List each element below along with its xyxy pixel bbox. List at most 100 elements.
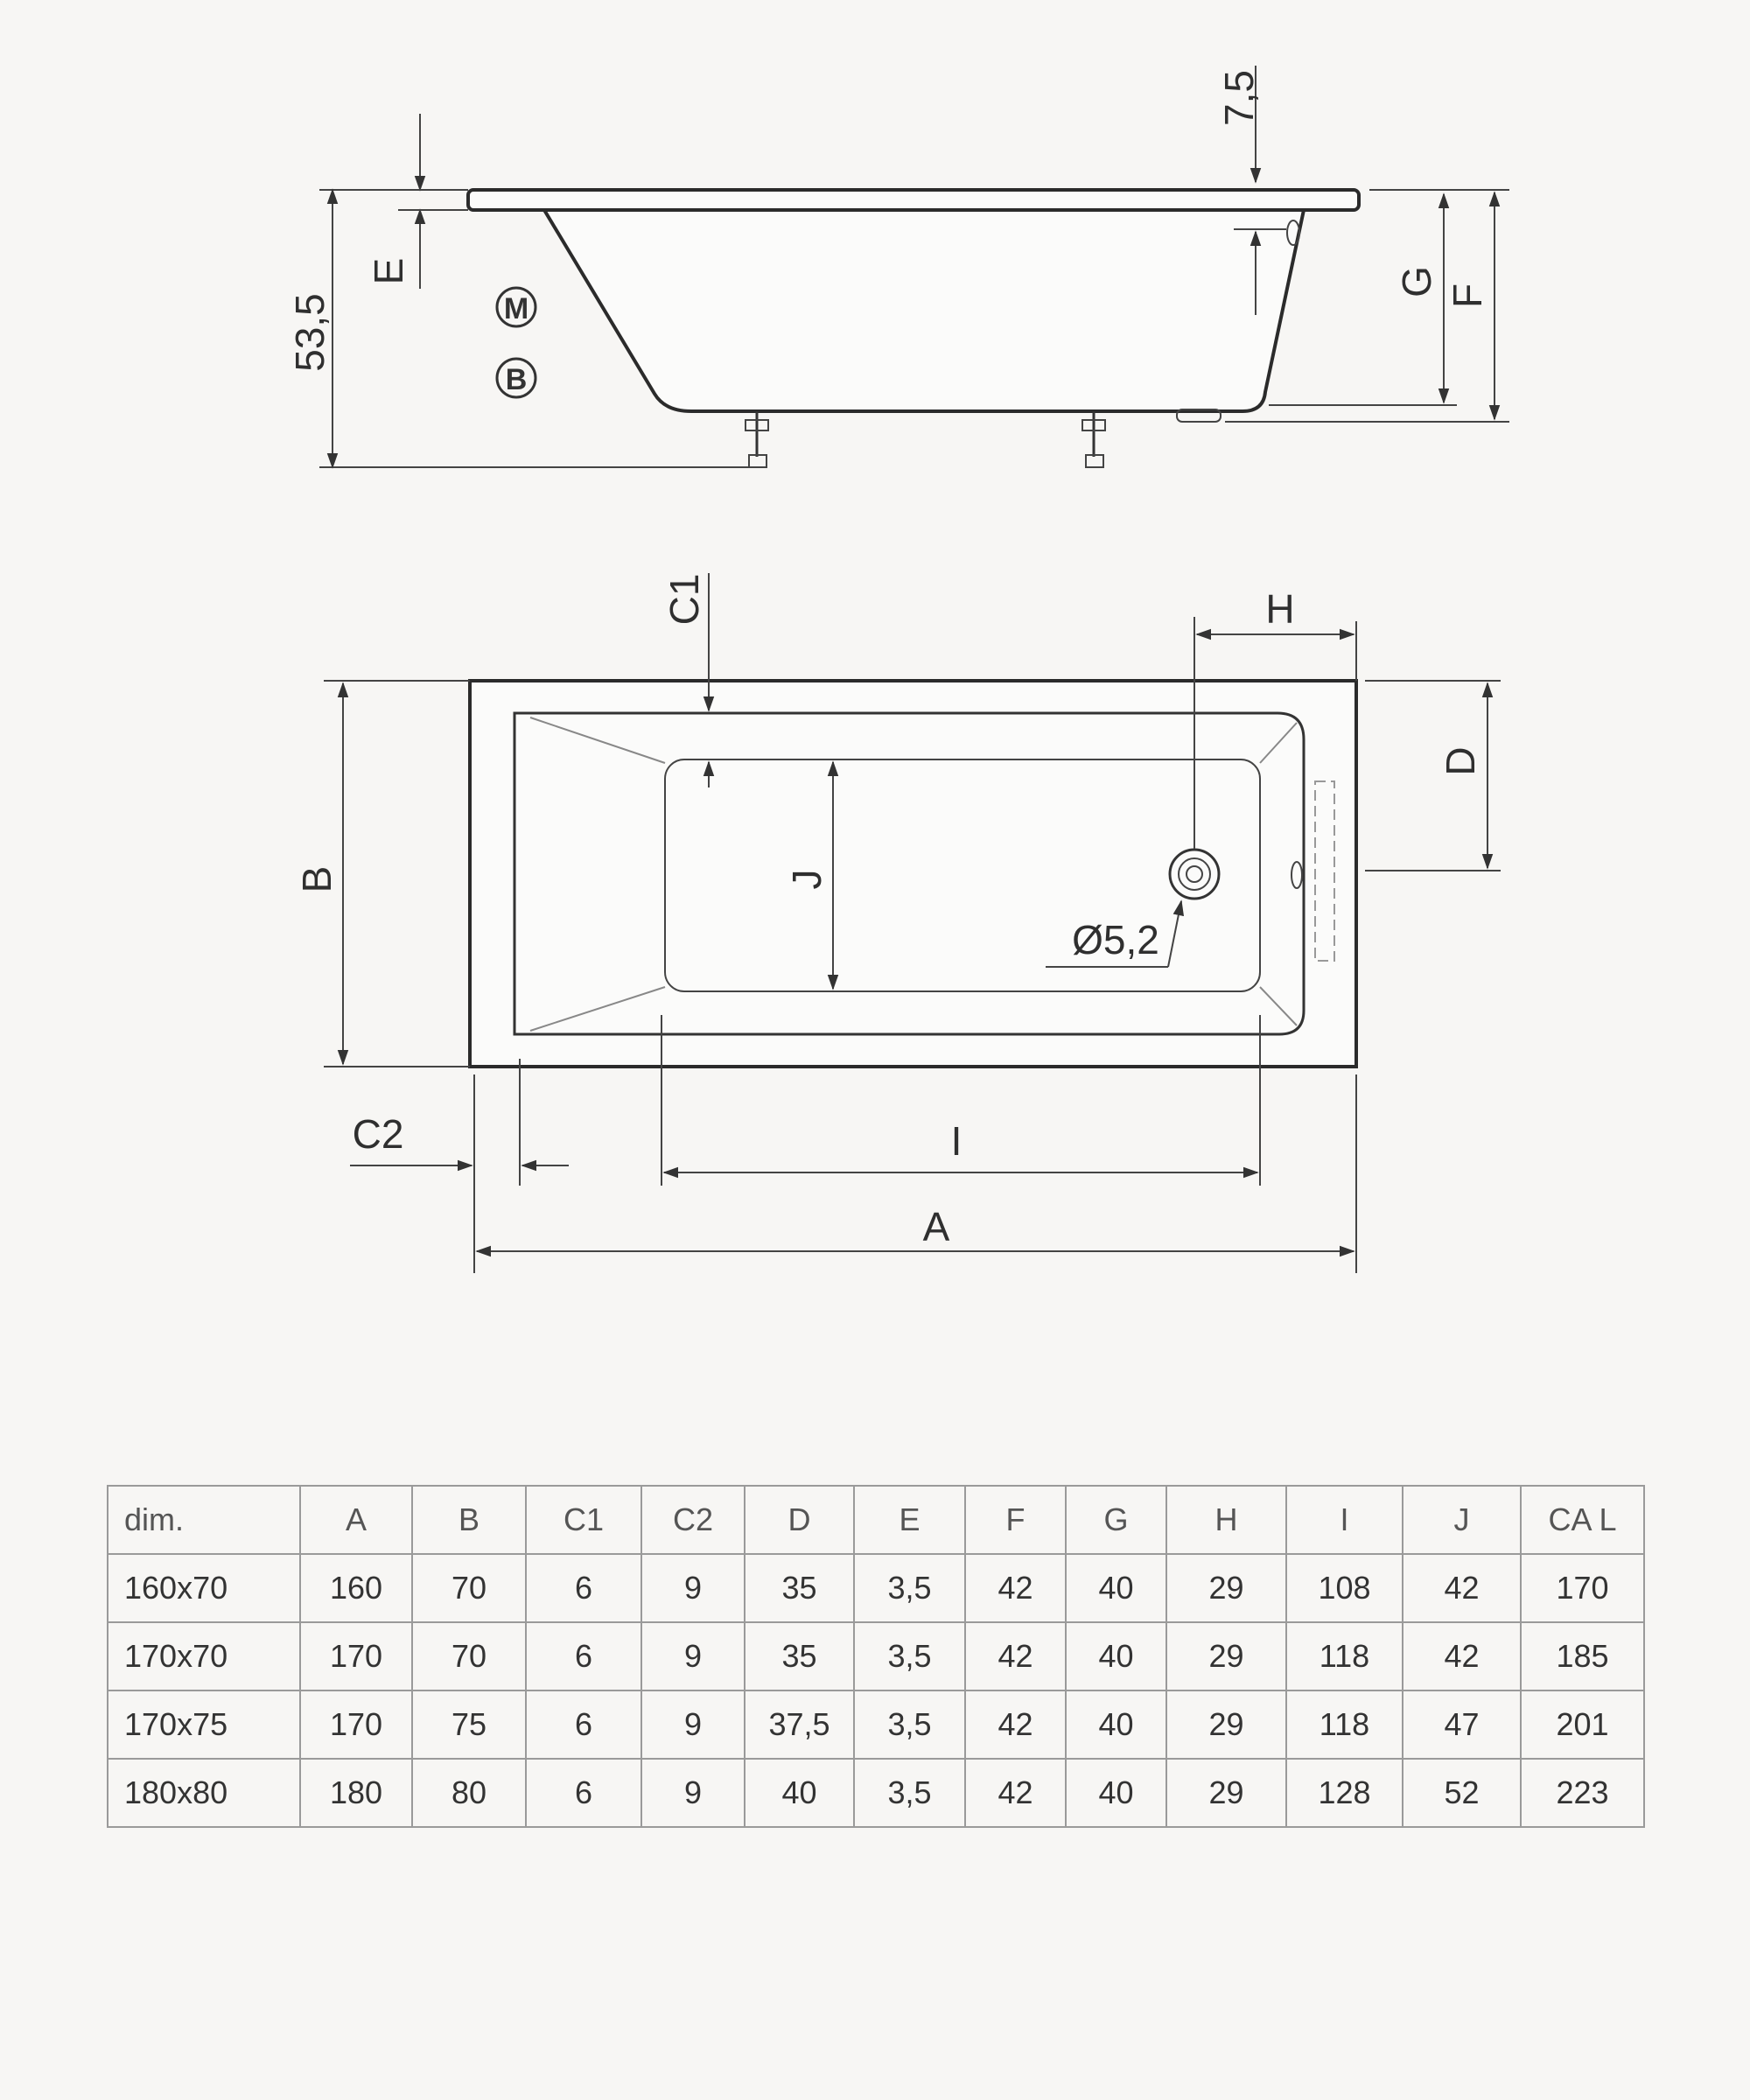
table-cell: 9 [640,1690,746,1760]
table-cell: 37,5 [744,1690,855,1760]
table-cell: 42 [1402,1621,1522,1691]
table-cell: 35 [744,1621,855,1691]
label-height: 53,5 [287,293,332,372]
tub-inner-basin [513,711,1306,1036]
table-cell: 170x70 [107,1621,301,1691]
overflow-outlet [1286,220,1300,246]
overflow-channel-hidden [1314,780,1335,962]
table-cell: 108 [1285,1553,1404,1623]
table-cell: 160 [299,1553,413,1623]
top-view: Ø5,2 C1 H B J [294,573,1501,1273]
table-cell: 42 [964,1553,1067,1623]
table-cell: 52 [1402,1758,1522,1828]
label-C2: C2 [353,1111,404,1157]
header-cell: C2 [640,1485,746,1555]
header-cell: H [1166,1485,1287,1555]
dim-D: D [1365,680,1501,872]
table-cell: 6 [525,1621,642,1691]
tub-floor [664,759,1261,992]
table-cell: 42 [964,1621,1067,1691]
label-A: A [923,1204,950,1250]
m-circle-icon: M [495,286,537,328]
table-cell: 47 [1402,1690,1522,1760]
label-G: G [1394,266,1439,298]
label-D: D [1438,746,1483,775]
dim-C1: C1 [662,573,715,788]
table-cell: 9 [640,1621,746,1691]
label-I: I [951,1118,962,1164]
label-C1: C1 [662,574,707,626]
drain-leader: Ø5,2 [1046,900,1185,968]
label-B: B [294,866,340,893]
table-cell: 223 [1520,1758,1645,1828]
header-cell: E [853,1485,966,1555]
dim-rim-7-5: 7,5 [1216,66,1286,315]
table-cell: 29 [1166,1690,1287,1760]
table-cell: 40 [1065,1758,1167,1828]
svg-text:B: B [506,363,528,396]
overflow-slot [1291,861,1303,889]
tub-rim [466,188,1361,212]
label-J: J [784,870,830,890]
header-cell: J [1402,1485,1522,1555]
dim-total-height: 53,5 [287,188,752,469]
header-cell: dim. [107,1485,301,1555]
table-row: 170x70 170 70 6 9 35 3,5 42 40 29 118 42… [107,1621,1645,1691]
table-cell: 70 [411,1621,527,1691]
table-cell: 42 [964,1758,1067,1828]
table-cell: 170x75 [107,1690,301,1760]
tub-foot-left [745,411,769,468]
table-cell: 3,5 [853,1690,966,1760]
dim-E: E [366,114,468,289]
drain-foot [1176,409,1222,423]
table-cell: 180 [299,1758,413,1828]
dim-A: A [475,1074,1357,1273]
b-circle-icon: B [495,357,537,399]
table-cell: 29 [1166,1758,1287,1828]
header-cell: I [1285,1485,1404,1555]
table-cell: 6 [525,1758,642,1828]
table-row: 160x70 160 70 6 9 35 3,5 42 40 29 108 42… [107,1553,1645,1623]
header-cell: CA L [1520,1485,1645,1555]
label-F: F [1445,284,1490,308]
table-cell: 3,5 [853,1621,966,1691]
table-cell: 180x80 [107,1758,301,1828]
dimensions-table: dim. A B C1 C2 D E F G H I J CA L 160x70… [107,1485,1645,1828]
dim-I: I [661,1015,1261,1186]
table-cell: 35 [744,1553,855,1623]
table-cell: 118 [1285,1621,1404,1691]
dim-C2: C2 [350,1059,569,1273]
table-cell: 170 [299,1621,413,1691]
label-H: H [1265,586,1294,632]
table-cell: 40 [1065,1621,1167,1691]
tub-body-profile [541,208,1306,413]
table-cell: 201 [1520,1690,1645,1760]
dim-F: F [1225,189,1509,423]
tub-foot-right [1082,411,1106,468]
table-cell: 3,5 [853,1553,966,1623]
table-cell: 29 [1166,1621,1287,1691]
header-cell: A [299,1485,413,1555]
table-cell: 128 [1285,1758,1404,1828]
header-cell: G [1065,1485,1167,1555]
table-cell: 29 [1166,1553,1287,1623]
header-cell: C1 [525,1485,642,1555]
svg-text:M: M [504,292,528,326]
header-cell: F [964,1485,1067,1555]
table-cell: 160x70 [107,1553,301,1623]
side-view: E 53,5 M B 7,5 G [287,66,1509,469]
header-cell: D [744,1485,855,1555]
table-row: 170x75 170 75 6 9 37,5 3,5 42 40 29 118 … [107,1690,1645,1760]
dim-H: H [1194,586,1357,849]
dim-B: B [294,680,470,1068]
table-cell: 40 [744,1758,855,1828]
table-cell: 170 [299,1690,413,1760]
table-cell: 170 [1520,1553,1645,1623]
label-drain: Ø5,2 [1072,917,1159,962]
table-cell: 3,5 [853,1758,966,1828]
table-header-row: dim. A B C1 C2 D E F G H I J CA L [107,1485,1645,1555]
label-rim: 7,5 [1216,70,1262,126]
table-cell: 9 [640,1758,746,1828]
table-cell: 6 [525,1690,642,1760]
table-cell: 75 [411,1690,527,1760]
